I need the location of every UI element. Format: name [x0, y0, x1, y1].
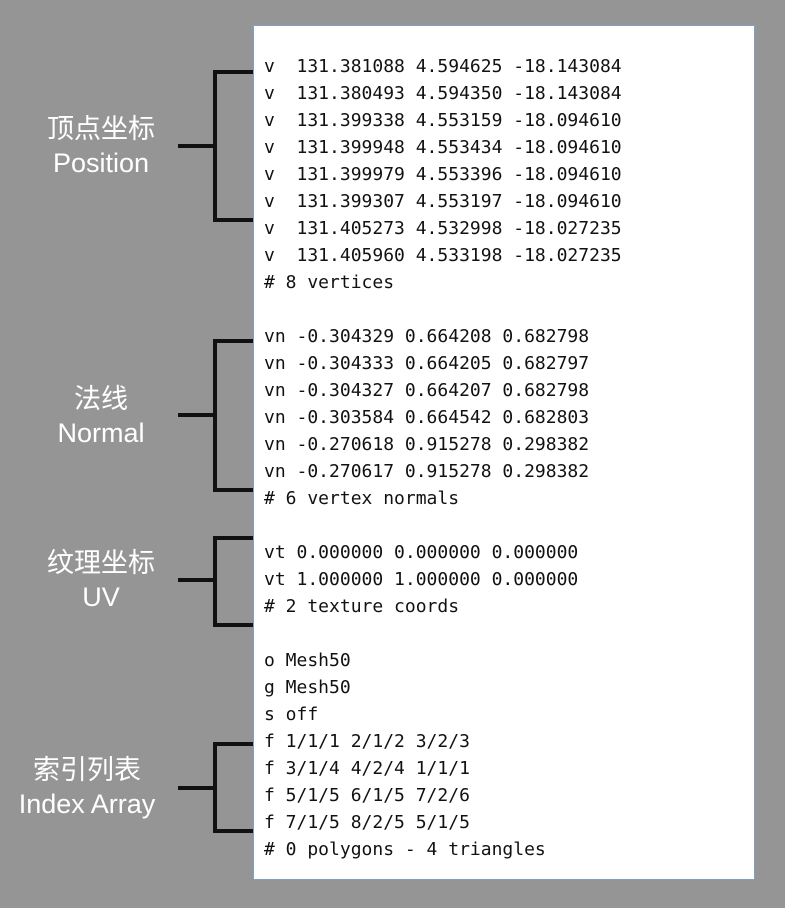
position-label-zh: 顶点坐标	[47, 114, 155, 144]
normal-line: vn -0.303584 0.664542 0.682803	[264, 407, 590, 428]
normal-label-zh: 法线	[74, 384, 128, 414]
vertex-comment: # 8 vertices	[264, 272, 395, 293]
vertex-line: v 131.399948 4.553434 -18.094610	[264, 137, 622, 158]
normal-line: vn -0.304329 0.664208 0.682798	[264, 326, 590, 347]
face-line: f 7/1/5 8/2/5 5/1/5	[264, 812, 470, 833]
normal-bracket-tick	[178, 413, 215, 417]
uv-line: vt 1.000000 1.000000 0.000000	[264, 569, 579, 590]
normal-comment: # 6 vertex normals	[264, 488, 460, 509]
index-label: 索引列表 Index Array	[0, 753, 187, 821]
face-line: f 1/1/1 2/1/2 3/2/3	[264, 731, 470, 752]
uv-label: 纹理坐标 UV	[1, 546, 201, 614]
smoothing-line: s off	[264, 704, 319, 725]
position-bracket-tick	[178, 144, 215, 148]
normal-label: 法线 Normal	[1, 382, 201, 450]
index-label-zh: 索引列表	[33, 755, 141, 785]
uv-bracket	[213, 536, 253, 627]
normal-line: vn -0.304327 0.664207 0.682798	[264, 380, 590, 401]
uv-comment: # 2 texture coords	[264, 596, 460, 617]
vertex-line: v 131.399979 4.553396 -18.094610	[264, 164, 622, 185]
object-line: o Mesh50	[264, 650, 351, 671]
face-comment: # 0 polygons - 4 triangles	[264, 839, 546, 860]
normal-label-en: Normal	[57, 418, 145, 448]
normal-line: vn -0.304333 0.664205 0.682797	[264, 353, 590, 374]
obj-code-panel: v 131.381088 4.594625 -18.143084 v 131.3…	[253, 25, 755, 880]
vertex-line: v 131.380493 4.594350 -18.143084	[264, 83, 622, 104]
face-line: f 3/1/4 4/2/4 1/1/1	[264, 758, 470, 779]
normal-bracket	[213, 339, 253, 492]
position-bracket	[213, 70, 253, 222]
vertex-line: v 131.399307 4.553197 -18.094610	[264, 191, 622, 212]
uv-line: vt 0.000000 0.000000 0.000000	[264, 542, 579, 563]
normal-line: vn -0.270617 0.915278 0.298382	[264, 461, 590, 482]
index-bracket	[213, 742, 253, 833]
group-line: g Mesh50	[264, 677, 351, 698]
vertex-line: v 131.405960 4.533198 -18.027235	[264, 245, 622, 266]
index-bracket-tick	[178, 786, 215, 790]
position-label-en: Position	[52, 148, 150, 178]
index-label-en: Index Array	[18, 789, 156, 819]
face-line: f 5/1/5 6/1/5 7/2/6	[264, 785, 470, 806]
position-label: 顶点坐标 Position	[1, 112, 201, 180]
vertex-line: v 131.381088 4.594625 -18.143084	[264, 56, 622, 77]
uv-label-zh: 纹理坐标	[47, 548, 155, 578]
uv-bracket-tick	[178, 578, 215, 582]
vertex-line: v 131.405273 4.532998 -18.027235	[264, 218, 622, 239]
uv-label-en: UV	[82, 582, 120, 612]
normal-line: vn -0.270618 0.915278 0.298382	[264, 434, 590, 455]
vertex-line: v 131.399338 4.553159 -18.094610	[264, 110, 622, 131]
